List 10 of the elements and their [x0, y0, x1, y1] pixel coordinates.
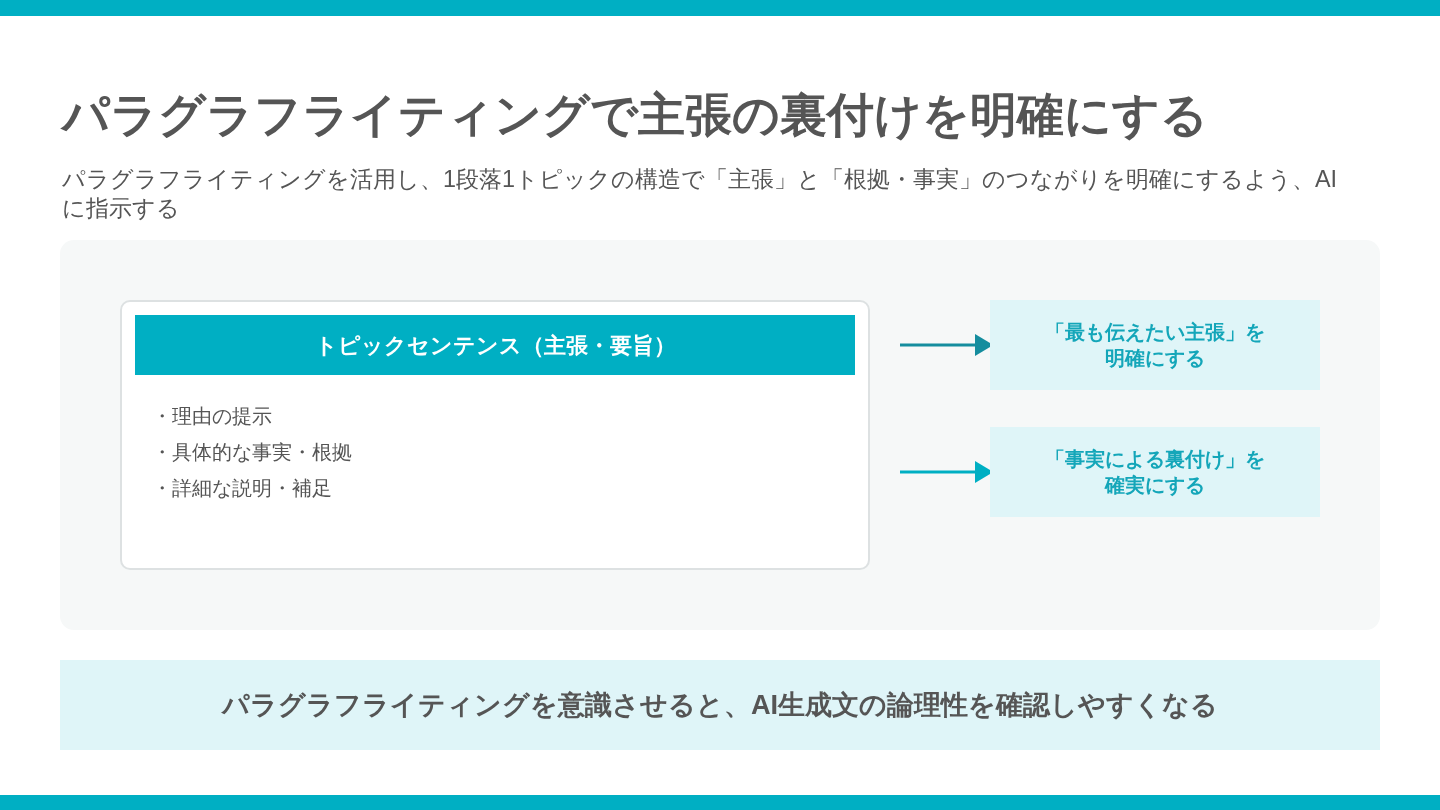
title: パラグラフライティングで主張の裏付けを明確にする	[62, 87, 1208, 143]
summary-banner: パラグラフライティングを意識させると、AI生成文の論理性を確認しやすくなる	[60, 660, 1380, 750]
subtitle: パラグラフライティングを活用し、1段落1トピックの構造で「主張」と「根拠・事実」のつながりを明確にするよう、AIに指示する	[62, 165, 1339, 223]
content-card	[120, 300, 870, 570]
callout-box: 「最も伝えたい主張」を明確にする	[990, 300, 1320, 390]
bullet-item: ・具体的な事実・根拠	[152, 440, 352, 465]
heading-bar: トピックセンテンス（主張・要旨）	[135, 315, 855, 375]
bullet-item: ・詳細な説明・補足	[152, 476, 332, 501]
callout-box: 「事実による裏付け」を確実にする	[990, 427, 1320, 517]
bullet-item: ・理由の提示	[152, 404, 272, 429]
